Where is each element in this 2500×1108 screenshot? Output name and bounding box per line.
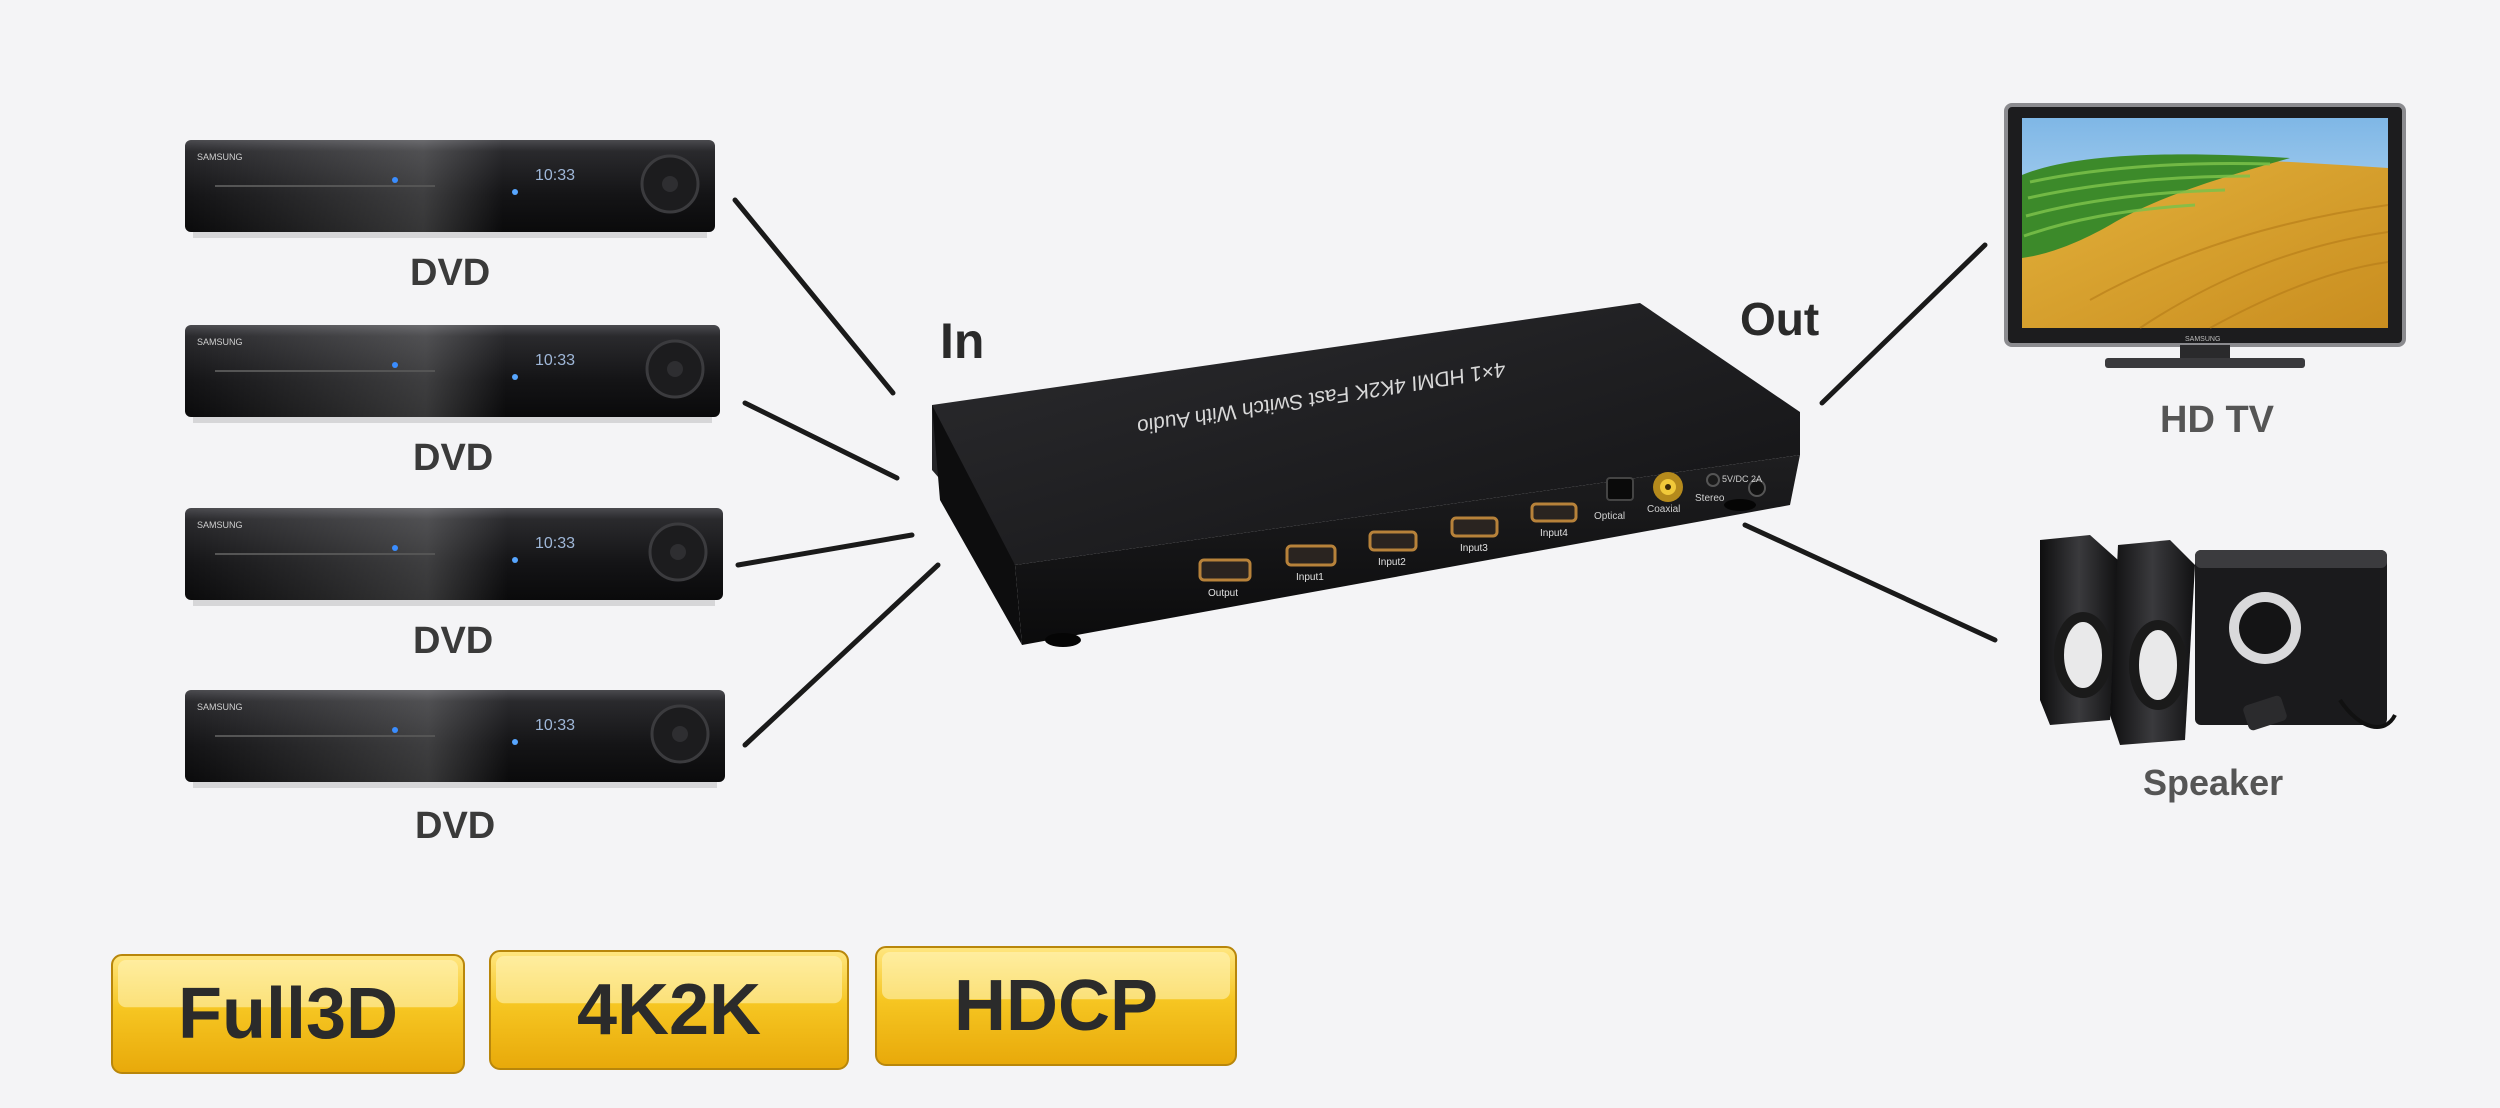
tv-crop-rows <box>2023 161 2271 238</box>
status-led-icon <box>512 374 518 380</box>
dvd-shine <box>185 690 725 782</box>
speaker-cable <box>2338 698 2397 729</box>
dvd-nav-center <box>670 544 686 560</box>
dvd-brand: SAMSUNG <box>197 520 243 530</box>
dvd-reflection <box>193 600 715 606</box>
speaker-left-cone <box>2054 612 2112 698</box>
line-dvd4 <box>742 562 941 748</box>
hd-tv: SAMSUNG HD TV <box>2004 103 2406 441</box>
dvd-display: 10:33 <box>535 352 575 369</box>
feature-badge: HDCP <box>875 946 1237 1066</box>
status-led-icon <box>512 189 518 195</box>
hdmi-port-output: Output <box>1198 558 1252 599</box>
tv-field-rows <box>2089 204 2389 329</box>
audio-label-optical: Optical <box>1594 511 1625 522</box>
switcher-foot-left <box>1045 633 1081 647</box>
port-label-input4: Input4 <box>1540 528 1568 539</box>
badge-highlight <box>118 960 458 1008</box>
dvd-nav-center <box>667 361 683 377</box>
tv-green-hill <box>2022 154 2290 258</box>
volume-remote <box>2243 695 2287 731</box>
tv-stand-neck <box>2180 345 2230 361</box>
dvd-brand: SAMSUNG <box>197 152 243 162</box>
dvd-reflection <box>193 417 712 423</box>
speaker-label: Speaker <box>2143 762 2283 803</box>
dvd-shine <box>185 325 720 417</box>
subwoofer-port-inner <box>2239 602 2291 654</box>
hdmi-port-input4: Input4 <box>1530 502 1578 539</box>
subwoofer-top <box>2195 550 2387 568</box>
dvd-display: 10:33 <box>535 167 575 184</box>
dvd-brand: SAMSUNG <box>197 702 243 712</box>
dvd-label: DVD <box>415 805 495 847</box>
power-label: 5V/DC 2A <box>1722 474 1762 484</box>
status-led-icon <box>512 557 518 563</box>
hdmi-port-input1: Input1 <box>1285 544 1337 583</box>
line-dvd1 <box>732 197 896 396</box>
speaker-set: Speaker <box>2040 535 2397 803</box>
switcher-foot-right <box>1724 499 1756 511</box>
optical-port: Optical <box>1594 477 1634 522</box>
tv-label: HD TV <box>2160 399 2275 441</box>
badge-label: HDCP <box>954 966 1158 1046</box>
dvd-shine <box>185 140 715 232</box>
line-speaker <box>1742 522 1998 643</box>
dvd-reflection <box>193 232 707 238</box>
line-dvd3 <box>735 532 915 568</box>
status-led-icon <box>512 739 518 745</box>
bluray-logo-icon <box>392 177 398 183</box>
badge-label: 4K2K <box>577 970 761 1050</box>
feature-badge: 4K2K <box>489 950 849 1070</box>
dvd-label: DVD <box>413 437 493 479</box>
connector-lines <box>732 197 1998 748</box>
dvd-label: DVD <box>410 252 490 294</box>
port-label-output: Output <box>1208 588 1238 599</box>
dvd-label: DVD <box>413 620 493 662</box>
dvd-brand: SAMSUNG <box>197 337 243 347</box>
dvd-reflection <box>193 782 717 788</box>
switcher-side <box>932 405 1022 645</box>
dvd-display: 10:33 <box>535 717 575 734</box>
dvd-nav-center <box>662 176 678 192</box>
feature-badges: Full3D 4K2K HDCP <box>111 946 1237 1074</box>
in-label: In <box>940 313 984 369</box>
out-label: Out <box>1740 293 1819 345</box>
power-port: 5V/DC 2A <box>1722 474 1766 497</box>
hdmi-switcher: 4×1 HDMI 4K2K Fast Switch With Audio Out… <box>932 303 1800 647</box>
tv-stand-base <box>2105 358 2305 368</box>
port-label-input1: Input1 <box>1296 572 1324 583</box>
bluray-logo-icon <box>392 545 398 551</box>
port-label-input2: Input2 <box>1378 557 1406 568</box>
badge-highlight <box>882 952 1230 1000</box>
dvd-shine <box>185 508 723 600</box>
bluray-logo-icon <box>392 727 398 733</box>
badge-highlight <box>496 956 842 1004</box>
bluray-logo-icon <box>392 362 398 368</box>
speaker-right-cone <box>2129 620 2187 710</box>
dvd-players: SAMSUNG10:33DVDSAMSUNG10:33DVDSAMSUNG10:… <box>185 140 725 847</box>
audio-label-stereo: Stereo <box>1695 493 1725 504</box>
line-dvd2 <box>742 400 900 481</box>
coaxial-port: Coaxial <box>1647 472 1683 515</box>
switcher-top <box>932 303 1800 565</box>
stereo-port: Stereo <box>1695 473 1725 504</box>
port-label-input3: Input3 <box>1460 543 1488 554</box>
dvd-nav-center <box>672 726 688 742</box>
hdmi-port-input3: Input3 <box>1450 516 1499 554</box>
feature-badge: Full3D <box>111 954 465 1074</box>
hdmi-port-input2: Input2 <box>1368 530 1418 568</box>
dvd-display: 10:33 <box>535 535 575 552</box>
audio-label-coaxial: Coaxial <box>1647 504 1680 515</box>
badge-label: Full3D <box>178 974 398 1054</box>
tv-brand: SAMSUNG <box>2185 336 2220 343</box>
line-tv <box>1819 242 1988 406</box>
